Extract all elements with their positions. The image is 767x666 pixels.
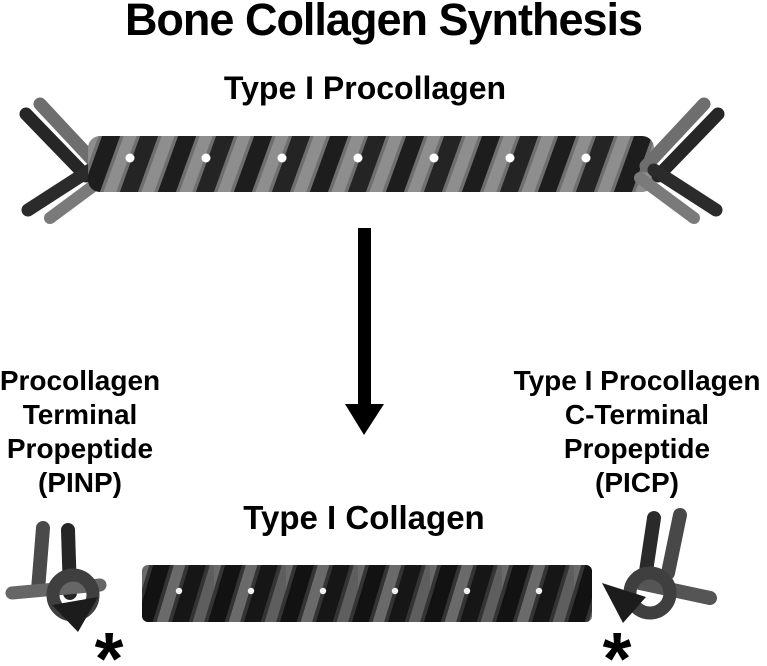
procollagen-title: Type I Procollagen (223, 70, 507, 106)
picp-asterisk-marker: * (602, 617, 632, 666)
picp-fragment-illustration (602, 508, 717, 623)
procollagen-helix-illustration (19, 97, 725, 224)
pinp-label-line: Propeptide (6, 433, 154, 464)
pinp-asterisk-marker: * (94, 617, 124, 666)
picp-label-line: (PICP) (595, 467, 679, 498)
picp-label-line: Propeptide (563, 433, 711, 464)
pinp-label-line: (PINP) (38, 467, 122, 498)
picp-label: Type I Procollagen C-Terminal Propeptide… (507, 364, 767, 500)
pinp-label-line: Terminal (22, 399, 138, 430)
picp-label-line: Type I Procollagen (513, 365, 761, 396)
pinp-fragment-illustration (5, 521, 107, 632)
collagen-title: Type I Collagen (243, 499, 485, 536)
down-arrow-icon (345, 228, 384, 435)
collagen-illustration (5, 508, 717, 632)
pinp-label-line: Procollagen (0, 365, 161, 396)
collagen-helix-body (142, 565, 592, 622)
procollagen-triple-helix-body (88, 136, 654, 192)
pinp-label: Procollagen Terminal Propeptide (PINP) (0, 364, 165, 500)
picp-label-line: C-Terminal (564, 399, 710, 430)
page-title: Bone Collagen Synthesis (124, 0, 643, 45)
procollagen-c-terminal-splayed-end (634, 97, 725, 224)
